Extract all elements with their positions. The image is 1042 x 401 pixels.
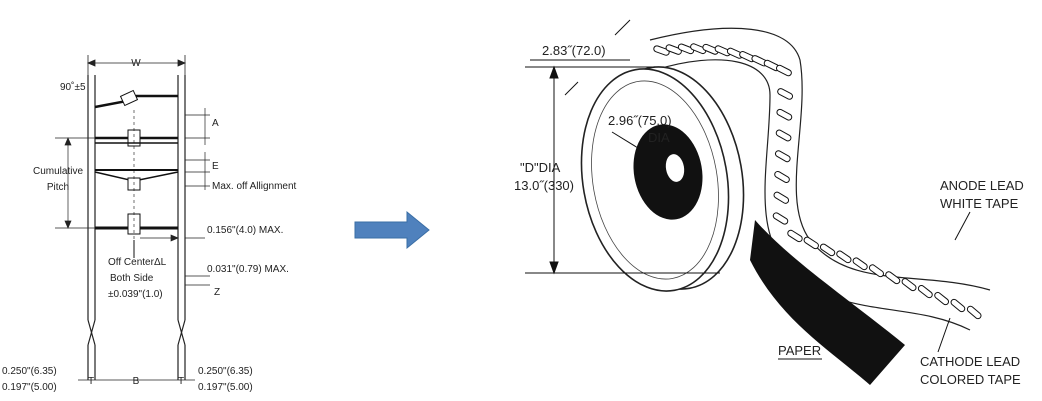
tape-component <box>950 298 966 313</box>
reel <box>580 66 745 292</box>
z-dimension <box>185 275 210 286</box>
tape-component <box>836 250 852 264</box>
max-156-label: 0.156"(4.0) MAX. <box>207 225 283 236</box>
tape-component <box>774 150 791 163</box>
both-side-label: Both Side <box>110 273 154 284</box>
width-dimension <box>530 19 631 96</box>
cumulative-pitch-dimension <box>55 137 95 229</box>
tape-components <box>653 43 982 320</box>
anode-leader <box>954 211 971 241</box>
t-left-label: T <box>88 376 94 387</box>
right-dim-250: 0.250"(6.35) <box>198 366 253 377</box>
tape-component <box>803 236 819 250</box>
tape-component <box>665 44 682 55</box>
paper-strip <box>750 220 905 385</box>
pitch-label: Pitch <box>47 182 69 193</box>
reel-diagram: "D"DIA 13.0˝(330) 2.83˝(72.0) 2.96˝(75.0… <box>450 0 1042 401</box>
b-label: B <box>133 376 140 387</box>
component-leads <box>94 89 179 258</box>
t-right-label: T <box>178 376 184 387</box>
tape-component <box>653 45 670 56</box>
right-dim-197: 0.197"(5.00) <box>198 382 253 393</box>
anode-lead-label: ANODE LEAD <box>940 178 1024 193</box>
a-label: A <box>212 118 219 129</box>
cathode-leader <box>937 317 951 353</box>
tape-component <box>776 108 793 121</box>
transition-arrow <box>345 0 445 401</box>
dim-283-label: 2.83˝(72.0) <box>542 43 606 58</box>
e-label: E <box>212 161 219 172</box>
cumulative-label: Cumulative <box>33 166 83 177</box>
tape-component <box>917 285 933 299</box>
tape-component <box>777 88 794 100</box>
cathode-lead-label: CATHODE LEAD <box>920 354 1020 369</box>
z-label: Z <box>214 287 220 298</box>
colored-tape-label: COLORED TAPE <box>920 372 1021 387</box>
left-dim-197: 0.197"(5.00) <box>2 382 57 393</box>
angle-label: 90˚±5 <box>60 81 86 93</box>
tape-component <box>885 271 901 285</box>
lead-offset-dimension <box>140 234 205 242</box>
dia-label: DIA <box>648 130 670 145</box>
tape-component <box>787 229 803 243</box>
dim-296-label: 2.96˝(75.0) <box>608 113 672 128</box>
off-center-label: Off CenterΔL <box>108 257 167 268</box>
tape-component <box>852 257 868 271</box>
d-dia-dimension <box>525 65 720 275</box>
tape-component <box>774 170 790 184</box>
tape-component <box>690 43 707 55</box>
tape-component <box>868 264 885 278</box>
w-dimension <box>86 55 187 75</box>
tape-component <box>901 278 917 292</box>
tape-component <box>819 243 836 257</box>
left-dim-250: 0.250"(6.35) <box>2 366 57 377</box>
tape-rails <box>87 75 186 380</box>
tape-component <box>773 191 790 204</box>
white-tape-label: WHITE TAPE <box>940 196 1019 211</box>
max-off-alignment-label: Max. off Allignment <box>212 181 297 192</box>
right-arrow-icon <box>354 210 430 250</box>
tape-component <box>772 212 789 225</box>
tape-component <box>966 305 982 320</box>
d-dia-label: "D"DIA <box>520 160 561 175</box>
dia-leader <box>611 131 639 149</box>
w-label: W <box>131 58 141 69</box>
dim-130-label: 13.0˝(330) <box>514 178 574 193</box>
pm-039-label: ±0.039"(1.0) <box>108 289 163 300</box>
tape-component <box>775 64 792 77</box>
tape-component <box>775 129 792 142</box>
tape-component <box>934 291 950 306</box>
tape-dimension-diagram: W 90˚±5 A <box>0 0 340 401</box>
a-e-dimensions <box>185 108 210 190</box>
paper-label: PAPER <box>778 343 821 358</box>
max-031-label: 0.031"(0.79) MAX. <box>207 264 289 275</box>
tape-component <box>677 43 695 55</box>
